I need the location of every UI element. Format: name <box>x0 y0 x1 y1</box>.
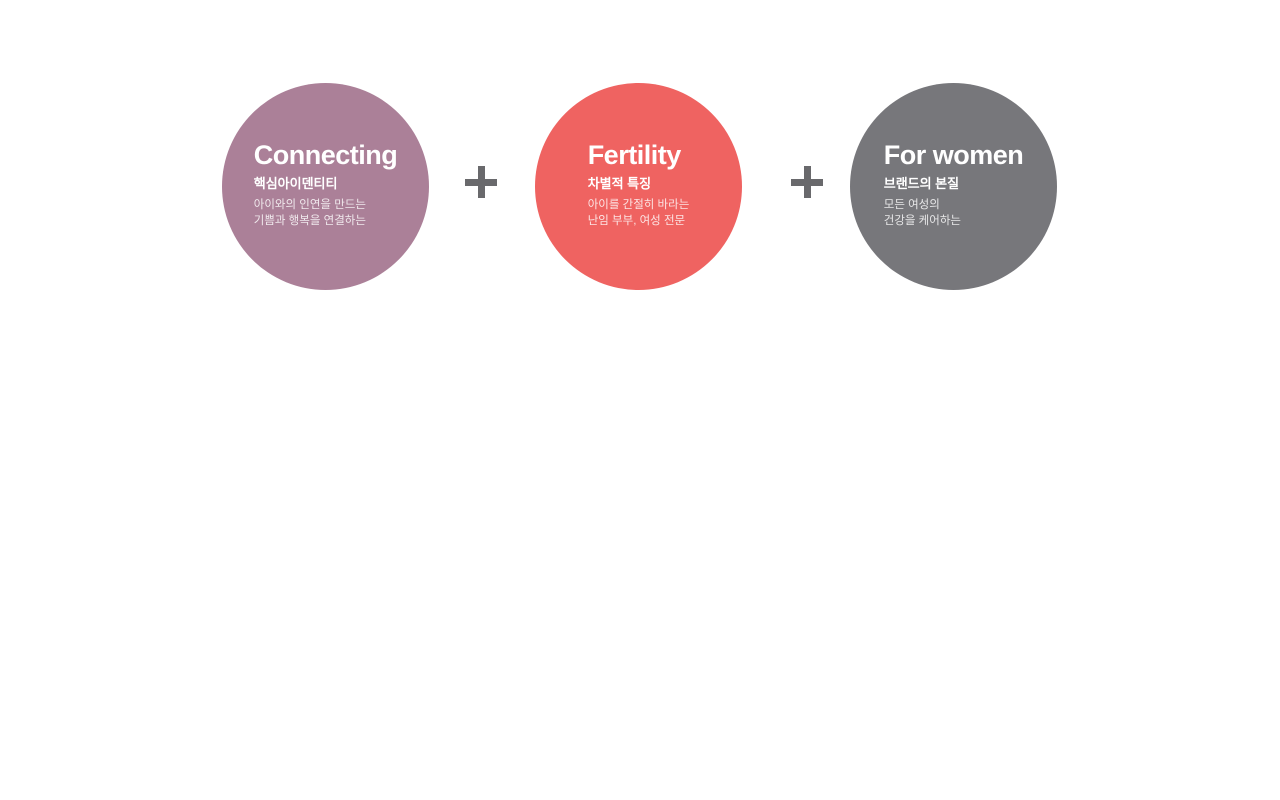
description-line: 아이와의 인연을 만드는 <box>253 199 366 211</box>
circle-subtitle: 차별적 특징 <box>587 176 652 191</box>
circle-text-block: For women 브랜드의 본질 모든 여성의 건강을 케어하는 <box>884 140 1024 229</box>
circle-text-block: Fertility 차별적 특징 아이를 간절히 바라는 난임 부부, 여성 전… <box>588 140 690 229</box>
circle-subtitle: 핵심아이덴티티 <box>253 176 338 191</box>
plus-vertical-bar <box>803 166 811 198</box>
circle-description: 모든 여성의 건강을 케어하는 <box>884 198 1024 229</box>
plus-icon <box>791 166 823 198</box>
brand-circle-fertility: Fertility 차별적 특징 아이를 간절히 바라는 난임 부부, 여성 전… <box>535 83 742 290</box>
description-line: 건강을 케어하는 <box>883 214 961 227</box>
plus-icon <box>465 166 497 198</box>
circle-text-block: Connecting 핵심아이덴티티 아이와의 인연을 만드는 기쁨과 행복을 … <box>254 140 398 229</box>
circle-title: Connecting <box>253 140 398 170</box>
circle-description: 아이와의 인연을 만드는 기쁨과 행복을 연결하는 <box>254 198 398 229</box>
description-line: 모든 여성의 <box>883 199 940 211</box>
plus-vertical-bar <box>477 166 485 198</box>
description-line: 기쁨과 행복을 연결하는 <box>253 214 366 227</box>
brand-circle-for-women: For women 브랜드의 본질 모든 여성의 건강을 케어하는 <box>850 83 1057 290</box>
circle-subtitle: 브랜드의 본질 <box>883 176 960 191</box>
description-line: 아이를 간절히 바라는 <box>587 199 690 211</box>
circle-description: 아이를 간절히 바라는 난임 부부, 여성 전문 <box>588 198 690 229</box>
circle-title: Fertility <box>587 140 682 170</box>
description-line: 난임 부부, 여성 전문 <box>587 214 686 227</box>
brand-circle-connecting: Connecting 핵심아이덴티티 아이와의 인연을 만드는 기쁨과 행복을 … <box>222 83 429 290</box>
circle-title: For women <box>883 140 1024 170</box>
